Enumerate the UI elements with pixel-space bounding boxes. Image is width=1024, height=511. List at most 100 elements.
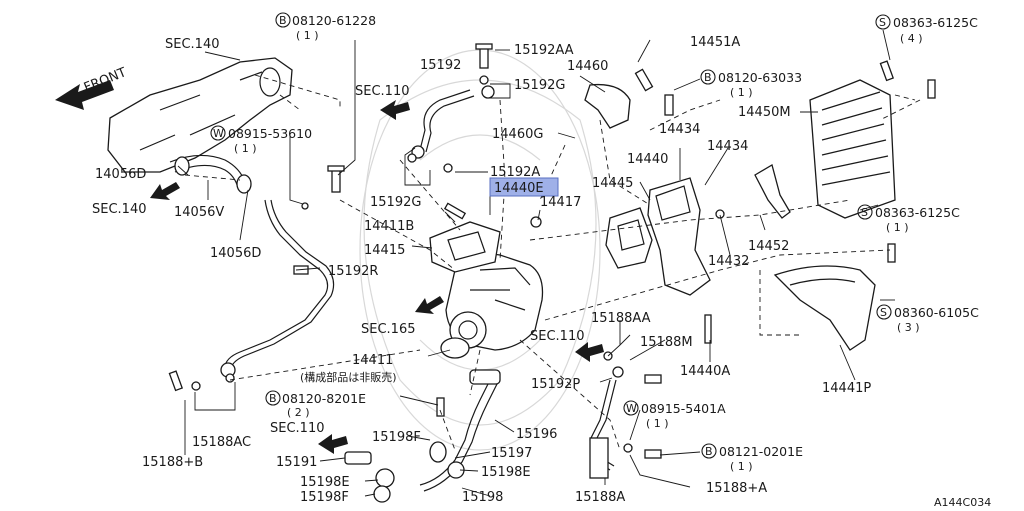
- label-sec110-a: SEC.110: [355, 84, 410, 99]
- svg-text:W: W: [626, 402, 637, 415]
- label-08360-6105C: 08360-6105C: [894, 305, 979, 320]
- label-14440A: 14440A: [680, 364, 730, 379]
- label-sec140-top: SEC.140: [165, 37, 220, 52]
- label-sec110-b: SEC.110: [530, 329, 585, 344]
- label-15198E-a: 15198E: [481, 465, 531, 480]
- label-15188B: 15188+B: [142, 455, 203, 470]
- exhaust-manifold: [107, 57, 293, 173]
- label-14434-b: 14434: [707, 139, 748, 154]
- label-15188M: 15188M: [640, 335, 693, 350]
- label-not-sold-note: (構成部品は非販売): [300, 370, 397, 384]
- pipe-15192p: [589, 351, 624, 479]
- label-15192AA: 15192AA: [514, 43, 574, 58]
- label-08120-8201E: 08120-8201E: [282, 391, 366, 406]
- label-sec110-c: SEC.110: [270, 421, 325, 436]
- return-pipe-15196: [373, 369, 501, 503]
- label-14417: 14417: [540, 195, 581, 210]
- label-14056D-b: 14056D: [210, 246, 261, 261]
- label-14460G: 14460G: [492, 127, 543, 142]
- badge-s-icon-2: [857, 204, 873, 220]
- label-14434-a: 14434: [659, 122, 700, 137]
- svg-text:B: B: [269, 392, 277, 405]
- heat-shield-14450m: [809, 79, 896, 219]
- label-15198F-a: 15198F: [372, 430, 421, 445]
- label-14445: 14445: [592, 176, 633, 191]
- fasteners: [168, 43, 936, 459]
- svg-text:( 1 ): ( 1 ): [646, 417, 669, 430]
- svg-text:B: B: [705, 445, 713, 458]
- label-15192G-b: 15192G: [370, 195, 421, 210]
- label-sec165: SEC.165: [361, 322, 416, 337]
- svg-text:S: S: [879, 16, 886, 29]
- sec140-arrow-icon: [150, 182, 180, 200]
- part-15191: [344, 451, 372, 465]
- label-15191: 15191: [276, 455, 317, 470]
- label-sec140-left: SEC.140: [92, 202, 147, 217]
- label-15198: 15198: [462, 490, 503, 505]
- label-14415: 14415: [364, 243, 405, 258]
- sec165-arrow-icon: [415, 296, 444, 314]
- heat-insulator-14441p: [773, 265, 876, 351]
- label-08120-61228: 08120-61228: [292, 13, 376, 28]
- svg-text:( 1 ): ( 1 ): [886, 221, 909, 234]
- sec110-arrow-c-icon: [318, 434, 348, 454]
- pipe-15192: [411, 85, 495, 159]
- label-15197: 15197: [491, 446, 532, 461]
- label-14451A: 14451A: [690, 35, 740, 50]
- gasket-14415: [429, 221, 501, 273]
- label-14411B: 14411B: [364, 219, 414, 234]
- label-14411: 14411: [352, 353, 393, 368]
- bracket-14452: [754, 164, 791, 219]
- label-14441P: 14441P: [822, 381, 871, 396]
- label-14440: 14440: [627, 152, 668, 167]
- label-15198F-b: 15198F: [300, 490, 349, 505]
- label-14432: 14432: [708, 254, 749, 269]
- svg-text:( 1 ): ( 1 ): [234, 142, 257, 155]
- label-14450M: 14450M: [738, 105, 791, 120]
- label-15196: 15196: [516, 427, 557, 442]
- badge-b-icon-3: [265, 390, 281, 406]
- front-arrow-icon: [55, 80, 114, 110]
- svg-text:( 4 ): ( 4 ): [900, 32, 923, 45]
- label-15192P: 15192P: [531, 377, 580, 392]
- label-08915-53610: 08915-53610: [228, 126, 312, 141]
- svg-text:B: B: [704, 71, 712, 84]
- label-08121-0201E: 08121-0201E: [719, 444, 803, 459]
- badge-b-icon: [275, 12, 291, 28]
- sec110-arrow-b-icon: [575, 342, 604, 362]
- badge-s-icon-3: [876, 304, 892, 320]
- label-14056D-a: 14056D: [95, 167, 146, 182]
- label-15188A: 15188A: [575, 490, 625, 505]
- label-15192A: 15192A: [490, 165, 540, 180]
- label-08363-6125C-bot: 08363-6125C: [875, 205, 960, 220]
- label-15192R: 15192R: [328, 264, 378, 279]
- turbocharger: [440, 253, 544, 359]
- label-15192: 15192: [420, 58, 461, 73]
- badge-w-icon-2: [623, 400, 639, 416]
- dashed-assembly-lines: [184, 74, 921, 451]
- gasket-14445: [605, 207, 653, 269]
- label-08120-63033: 08120-63033: [718, 70, 802, 85]
- label-15192G-a: 15192G: [514, 78, 565, 93]
- label-14460: 14460: [567, 59, 608, 74]
- label-15198E-b: 15198E: [300, 475, 350, 490]
- label-14440E: 14440E: [494, 181, 544, 196]
- svg-text:( 2 ): ( 2 ): [287, 406, 310, 419]
- badge-w-icon: [210, 125, 226, 141]
- svg-text:S: S: [861, 206, 868, 219]
- label-15188AC: 15188AC: [192, 435, 251, 450]
- highlight-box: [489, 177, 559, 197]
- label-14452: 14452: [748, 239, 789, 254]
- label-15188AA: 15188AA: [591, 311, 651, 326]
- svg-text:( 1 ): ( 1 ): [296, 29, 319, 42]
- sec110-arrow-a-icon: [380, 100, 410, 120]
- catalog-code: A144C034: [934, 496, 991, 509]
- badge-b-icon-2: [700, 69, 716, 85]
- svg-text:W: W: [213, 127, 224, 140]
- svg-text:( 3 ): ( 3 ): [897, 321, 920, 334]
- pipe-15192r: [220, 199, 335, 378]
- svg-text:( 1 ): ( 1 ): [730, 460, 753, 473]
- label-08915-5401A: 08915-5401A: [641, 401, 726, 416]
